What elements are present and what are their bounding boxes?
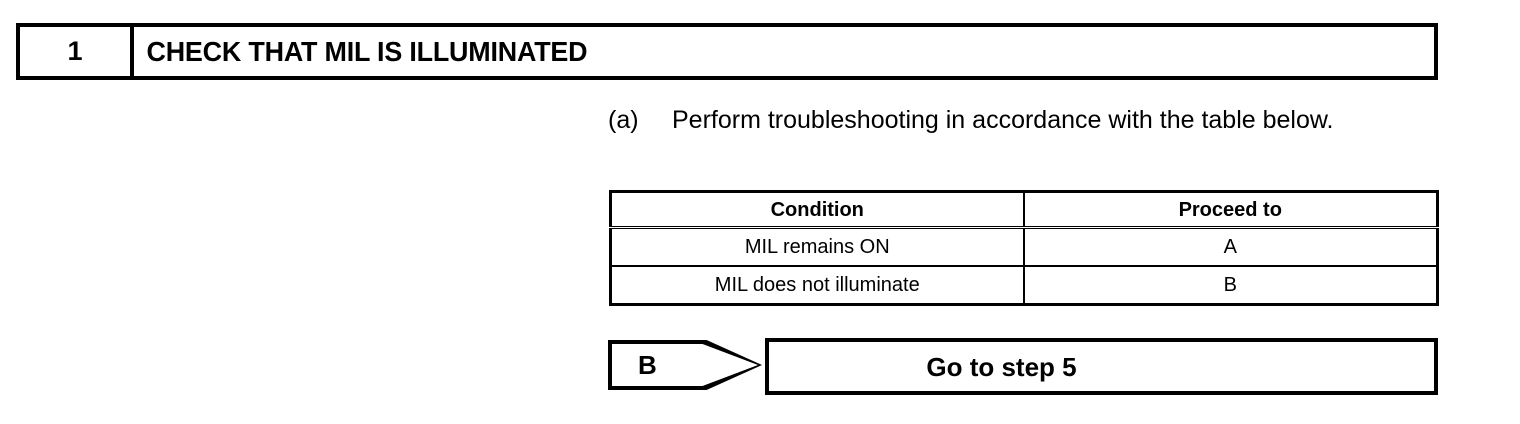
table-header-row: Condition Proceed to: [609, 190, 1439, 229]
instruction-text: Perform troubleshooting in accordance wi…: [672, 106, 1334, 134]
column-header-condition: Condition: [609, 190, 1025, 229]
go-to-step-box: Go to step 5: [765, 338, 1438, 395]
jump-arrow-tag: B: [608, 340, 762, 390]
condition-table: Condition Proceed to MIL remains ON A MI…: [609, 190, 1439, 306]
instruction-block: (a) Perform troubleshooting in accordanc…: [608, 103, 1408, 138]
jump-tag-label: B: [612, 344, 758, 386]
cell-condition: MIL remains ON: [609, 226, 1025, 267]
cell-proceed-to: A: [1022, 226, 1439, 267]
go-to-step-label: Go to step 5: [926, 351, 1077, 382]
table-row: MIL remains ON A: [609, 226, 1439, 267]
jump-row: B Go to step 5: [608, 338, 1438, 395]
table-row: MIL does not illuminate B: [609, 265, 1439, 306]
step-title: CHECK THAT MIL IS ILLUMINATED: [146, 35, 588, 67]
instruction-marker: (a): [608, 106, 639, 134]
column-header-proceed-to: Proceed to: [1022, 190, 1439, 229]
step-header-bar: 1 CHECK THAT MIL IS ILLUMINATED: [16, 23, 1438, 80]
cell-proceed-to: B: [1022, 265, 1439, 306]
step-number: 1: [20, 27, 134, 76]
cell-condition: MIL does not illuminate: [609, 265, 1025, 306]
